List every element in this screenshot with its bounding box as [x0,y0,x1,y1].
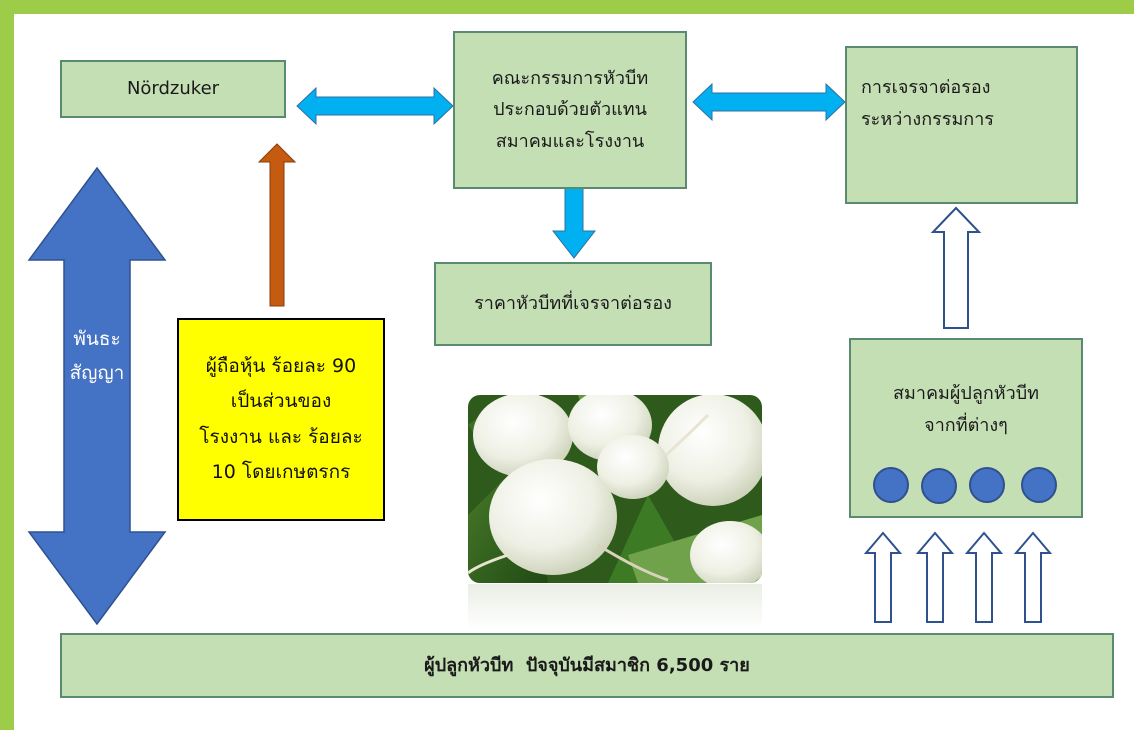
shareholders-line-3: โรงงาน และ ร้อยละ [199,425,363,448]
price-label: ราคาหัวบีทที่เจรจาต่อรอง [474,293,672,315]
negotiation-line-1: การเจรจาต่อรอง [861,77,991,98]
shareholders-box: ผู้ถือหุ้น ร้อยละ 90 เป็นส่วนของ โรงงาน … [177,318,385,521]
nordzuker-box: Nördzuker [60,60,286,118]
contract-label-line-1: พันธะ [73,328,121,350]
committee-box: คณะกรรมการหัวบีท ประกอบด้วยตัวแทน สมาคมแ… [453,31,687,189]
growers-up-arrow-3 [964,531,1004,623]
association-dot-1 [873,467,909,503]
growers-label: ผู้ปลูกหัวบีท ปัจจุบันมีสมาชิก 6,500 ราย [424,654,750,676]
growers-up-arrow-4 [1013,531,1053,623]
contract-label: พันธะ สัญญา [68,322,126,390]
nordzuker-committee-arrow [296,86,454,126]
committee-negotiation-arrow [692,82,846,122]
shareholders-line-1: ผู้ถือหุ้น ร้อยละ 90 [205,355,357,378]
association-dot-2 [921,468,957,504]
committee-line-3: สมาคมและโรงงาน [495,130,645,152]
shareholders-line-4: 10 โดยเกษตรกร [211,460,351,483]
negotiation-line-2: ระหว่างกรรมการ [861,108,994,130]
shareholders-line-2: เป็นส่วนของ [230,390,332,413]
nordzuker-label: Nördzuker [126,78,220,100]
committee-line-2: ประกอบด้วยตัวแทน [493,99,647,121]
price-box: ราคาหัวบีทที่เจรจาต่อรอง [434,262,712,346]
frame-left-border [0,0,14,730]
committee-line-1: คณะกรรมการหัวบีท [491,67,649,89]
association-dot-4 [1021,467,1057,503]
shareholders-nordzuker-arrow [257,143,297,307]
committee-price-arrow [551,186,597,259]
beetroot-photo [468,395,762,583]
contract-label-line-2: สัญญา [69,362,125,385]
photo-reflection [468,584,762,630]
growers-up-arrow-2 [915,531,955,623]
associations-line-2: จากที่ต่างๆ [924,414,1008,436]
contract-double-arrow [27,166,167,626]
frame-top-border [0,0,1134,14]
associations-line-1: สมาคมผู้ปลูกหัวบีท [892,383,1040,404]
growers-box: ผู้ปลูกหัวบีท ปัจจุบันมีสมาชิก 6,500 ราย [60,633,1114,698]
growers-up-arrow-1 [863,531,903,623]
association-dot-3 [969,467,1005,503]
associations-negotiation-arrow [930,206,982,329]
negotiation-box: การเจรจาต่อรอง ระหว่างกรรมการ [845,46,1078,204]
